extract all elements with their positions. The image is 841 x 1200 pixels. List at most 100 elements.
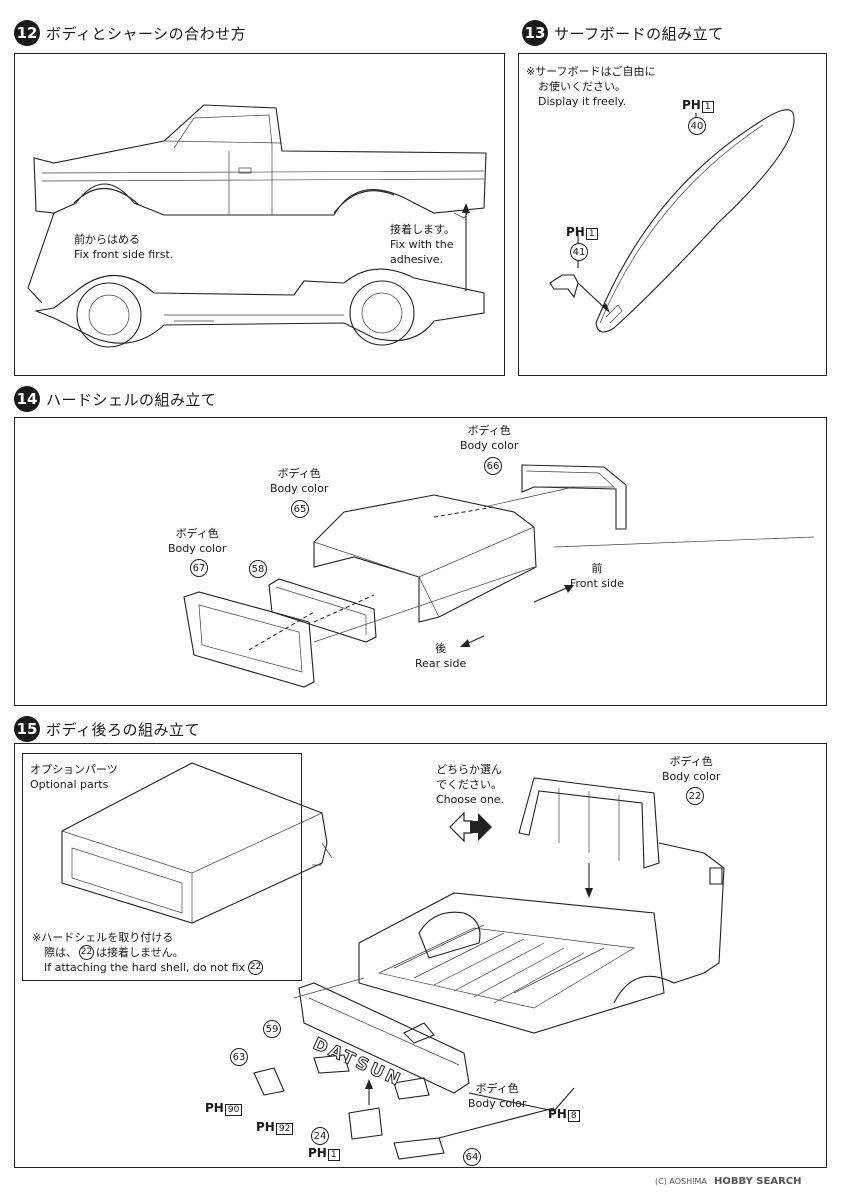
choose-en: Choose one.: [436, 793, 505, 806]
body-color-jp: ボディ色: [467, 424, 511, 437]
step-number: 12: [14, 20, 40, 46]
option-en: Optional parts: [30, 778, 109, 791]
rear-side-label: 後 Rear side: [415, 641, 466, 671]
part-67-badge: 67: [190, 559, 208, 577]
body-color-jp: ボディ色: [475, 1082, 519, 1095]
color-label-tailgate: ボディ色 Body color: [468, 1081, 526, 1111]
runner-prefix: PH: [548, 1107, 567, 1121]
step-title: ボディとシャーシの合わせ方: [46, 24, 247, 43]
surfboard-note: ※サーフボードはご自由に お使いください。 Display it freely.: [526, 64, 656, 109]
warning-jp-1: ※ハードシェルを取り付ける: [32, 931, 174, 944]
step-13-header: 13 サーフボードの組み立て: [522, 20, 724, 46]
part-63-badge: 63: [230, 1048, 248, 1066]
runner-number: 92: [275, 1123, 294, 1135]
runner-number: 1: [701, 101, 714, 113]
truck-bed-drawing: [14, 743, 827, 1168]
body-color-jp: ボディ色: [175, 527, 219, 540]
glue-en-1: Fix with the: [390, 238, 454, 251]
runner-number: 8: [567, 1110, 580, 1122]
runner-number: 1: [585, 228, 598, 240]
step-14-panel: [14, 417, 827, 706]
truck-body-and-chassis-drawing: [14, 53, 505, 376]
body-color-jp: ボディ色: [277, 467, 321, 480]
step-15-panel: [14, 743, 827, 1168]
runner-prefix: PH: [205, 1101, 224, 1115]
step-title: サーフボードの組み立て: [554, 24, 724, 43]
part-22-inline-badge: 22: [79, 945, 94, 960]
surfboard-drawing: [518, 53, 827, 376]
fix-front-jp: 前からはめる: [74, 233, 140, 246]
runner-prefix: PH: [256, 1120, 275, 1134]
rear-en: Rear side: [415, 657, 467, 670]
glue-note: 接着します。 Fix with the adhesive.: [390, 222, 455, 267]
double-arrow-icon: [450, 810, 492, 844]
front-en: Front side: [570, 577, 624, 590]
part-41-badge: 41: [570, 243, 588, 261]
warning-jp-2a: 際は、: [44, 946, 77, 959]
choose-one-note: どちらか選ん でください。 Choose one.: [436, 762, 504, 807]
step-14-header: 14 ハードシェルの組み立て: [14, 386, 217, 412]
step-title: ボディ後ろの組み立て: [46, 720, 200, 739]
step-number: 15: [14, 716, 40, 742]
part-58-badge: 58: [249, 560, 267, 578]
glue-jp: 接着します。: [390, 223, 455, 236]
runner-prefix: PH: [308, 1146, 327, 1160]
part-65-badge: 65: [291, 500, 309, 518]
surfboard-note-jp-2: お使いください。: [538, 80, 626, 93]
optional-parts-label: オプションパーツ Optional parts: [30, 762, 118, 792]
warning-en: If attaching the hard shell, do not fix: [44, 961, 246, 974]
part-59-badge: 59: [263, 1020, 281, 1038]
step-13-panel: [518, 53, 827, 376]
watermark-text: HOBBY SEARCH: [714, 1176, 802, 1187]
color-label-66: ボディ色 Body color: [460, 423, 518, 453]
glue-en-2: adhesive.: [390, 253, 444, 266]
step-12-header: 12 ボディとシャーシの合わせ方: [14, 20, 246, 46]
front-side-label: 前 Front side: [570, 561, 624, 591]
hard-shell-drawing: [14, 417, 827, 706]
part-22-badge: 22: [686, 787, 704, 805]
rear-jp: 後: [435, 642, 447, 655]
body-color-jp: ボディ色: [669, 755, 713, 768]
step-title: ハードシェルの組み立て: [46, 390, 217, 409]
body-color-en: Body color: [662, 770, 721, 783]
body-color-en: Body color: [168, 542, 227, 555]
runner-prefix: PH: [682, 98, 701, 112]
optional-parts-box: [22, 753, 302, 981]
step-number: 14: [14, 386, 40, 412]
front-jp: 前: [591, 562, 603, 575]
step-number: 13: [522, 20, 548, 46]
part-66-badge: 66: [484, 457, 502, 475]
choose-jp-2: でください。: [436, 778, 502, 791]
fix-front-en: Fix front side first.: [74, 248, 174, 261]
runner-number: 90: [224, 1104, 243, 1116]
body-color-en: Body color: [270, 482, 329, 495]
choose-jp-1: どちらか選ん: [436, 763, 502, 776]
fix-front-note: 前からはめる Fix front side first.: [74, 232, 173, 262]
runner-number: 1: [327, 1149, 340, 1161]
step-15-header: 15 ボディ後ろの組み立て: [14, 716, 200, 742]
part-24-badge: 24: [311, 1127, 329, 1145]
optional-hard-shell-drawing: [22, 753, 302, 981]
surfboard-note-jp-1: ※サーフボードはご自由に: [526, 65, 656, 78]
watermark-code: (C) AOSHIMA: [655, 1177, 707, 1186]
part-64-badge: 64: [463, 1148, 481, 1166]
step-12-panel: [14, 53, 505, 376]
body-color-en: Body color: [468, 1097, 527, 1110]
part-40-badge: 40: [688, 117, 706, 135]
hard-shell-warning: ※ハードシェルを取り付ける 際は、 22 は接着しません。 If attachi…: [32, 930, 264, 975]
runner-prefix: PH: [566, 225, 585, 239]
warning-jp-2b: は接着しません。: [96, 946, 184, 959]
body-color-en: Body color: [460, 439, 519, 452]
surfboard-note-en: Display it freely.: [538, 95, 627, 108]
color-label-65: ボディ色 Body color: [270, 466, 328, 496]
option-jp: オプションパーツ: [30, 763, 118, 776]
part-22-inline-badge-en: 22: [248, 960, 264, 975]
color-label-67: ボディ色 Body color: [168, 526, 226, 556]
color-label-22: ボディ色 Body color: [662, 754, 720, 784]
